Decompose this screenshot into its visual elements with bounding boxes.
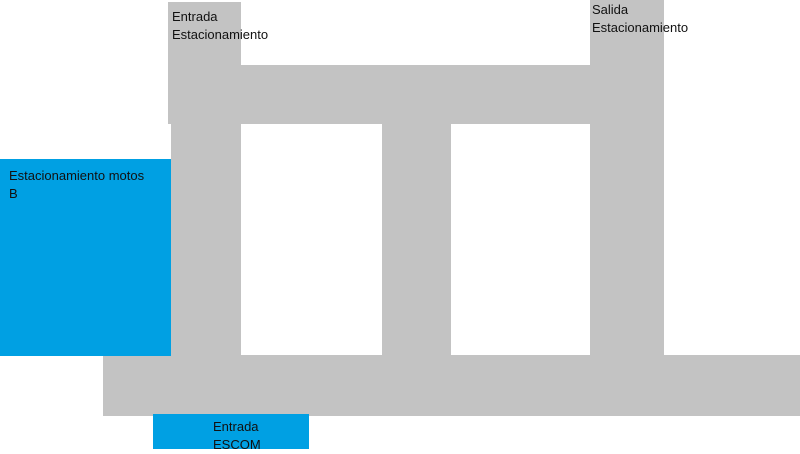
estacionamiento-motos-label: Estacionamiento motos B (9, 167, 144, 203)
escom-entrance-zone (153, 414, 309, 449)
top-road (168, 65, 664, 124)
bottom-road (103, 355, 800, 416)
entrada-escom-label: Entrada ESCOM (213, 418, 261, 454)
motorcycle-parking-b-zone (0, 159, 171, 356)
entrada-escom-line2: ESCOM (213, 437, 261, 452)
entrada-estacionamiento-label: Entrada Estacionamiento (172, 8, 268, 44)
estacionamiento-motos-line1: Estacionamiento motos (9, 168, 145, 183)
salida-estacionamiento-line2: Estacionamiento (592, 20, 689, 35)
salida-estacionamiento-label: Salida Estacionamiento (592, 1, 688, 37)
entrada-escom-line1: Entrada (213, 419, 259, 434)
entrada-estacionamiento-line1: Entrada (172, 9, 218, 24)
exit-road-stub (590, 0, 664, 68)
left-vertical-road (171, 65, 241, 365)
entrance-road-stub (168, 2, 241, 68)
right-vertical-road (590, 65, 664, 365)
entrada-estacionamiento-line2: Estacionamiento (172, 27, 269, 42)
salida-estacionamiento-line1: Salida (592, 2, 629, 17)
middle-vertical-road (382, 120, 451, 365)
estacionamiento-motos-line2: B (9, 186, 18, 201)
